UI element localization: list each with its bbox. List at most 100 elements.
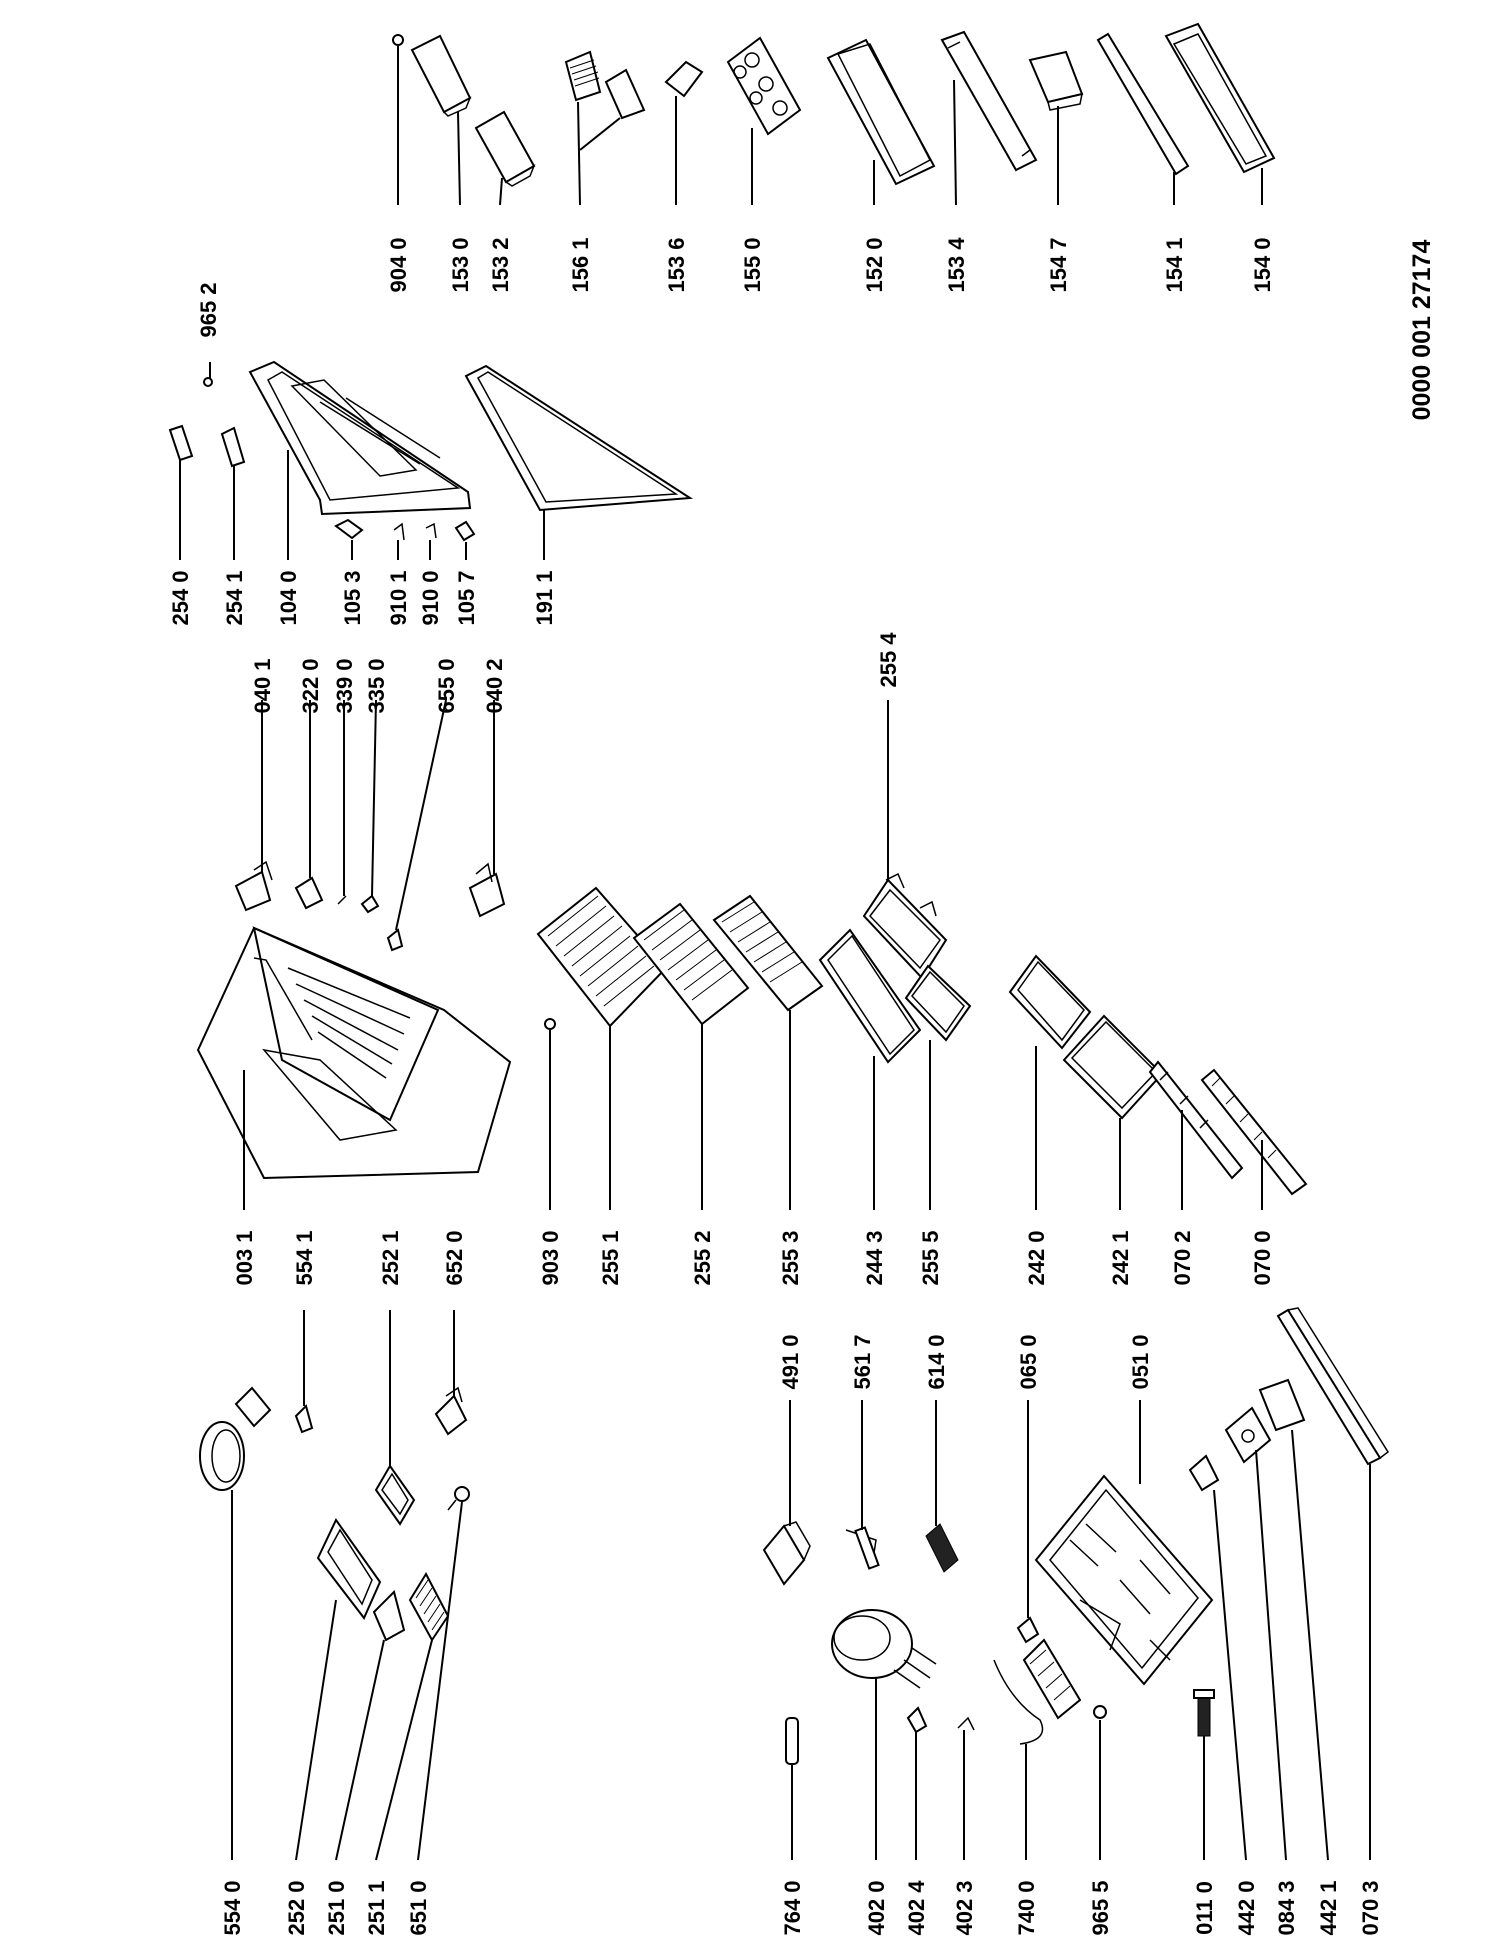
part-910-0: 910 0 <box>418 522 443 626</box>
label-251-1: 251 1 <box>364 1880 389 1935</box>
part-153-2: 153 2 <box>474 110 536 293</box>
label-070-2: 070 2 <box>1170 1230 1195 1285</box>
label-322-0: 322 0 <box>298 658 323 713</box>
label-154-7: 154 7 <box>1046 237 1071 292</box>
part-554-1: 554 1 <box>292 1230 317 1434</box>
part-903-0: 903 0 <box>538 1018 563 1286</box>
part-152-0: 152 0 <box>826 38 936 293</box>
part-040-1: 040 1 <box>234 658 275 912</box>
document-number: 0000 001 27174 <box>1408 240 1436 421</box>
part-322-0: 322 0 <box>294 658 324 910</box>
part-614-0: 614 0 <box>924 1334 959 1573</box>
part-910-1: 910 1 <box>386 522 411 626</box>
label-153-4: 153 4 <box>944 237 969 293</box>
label-442-1: 442 1 <box>1316 1880 1341 1935</box>
part-153-4: 153 4 <box>940 30 1038 293</box>
part-105-3: 105 3 <box>334 518 365 626</box>
label-156-1: 156 1 <box>568 237 593 292</box>
label-339-0: 339 0 <box>332 658 357 713</box>
label-154-0: 154 0 <box>1250 237 1275 292</box>
label-070-0: 070 0 <box>1250 1230 1275 1285</box>
part-651-0: 651 0 <box>406 1486 470 1936</box>
label-105-7: 105 7 <box>454 570 479 625</box>
part-255-4: 255 4 <box>862 632 948 980</box>
label-051-0: 051 0 <box>1128 1334 1153 1389</box>
label-651-0: 651 0 <box>406 1880 431 1935</box>
part-442-1: 442 1 <box>1258 1378 1341 1936</box>
label-154-1: 154 1 <box>1162 237 1187 292</box>
part-154-0: 154 0 <box>1164 22 1276 293</box>
label-254-0: 254 0 <box>168 570 193 625</box>
part-764-0: 764 0 <box>780 1717 805 1936</box>
part-402-4: 402 4 <box>904 1706 929 1936</box>
label-070-3: 070 3 <box>1358 1880 1383 1935</box>
label-084-3: 084 3 <box>1274 1880 1299 1935</box>
label-105-3: 105 3 <box>340 570 365 625</box>
label-040-1: 040 1 <box>250 658 275 713</box>
label-561-7: 561 7 <box>850 1334 875 1389</box>
label-244-3: 244 3 <box>862 1230 887 1285</box>
label-554-1: 554 1 <box>292 1230 317 1285</box>
label-242-1: 242 1 <box>1108 1230 1133 1285</box>
part-011-0: 011 0 <box>1192 1689 1217 1935</box>
label-252-0: 252 0 <box>284 1880 309 1935</box>
part-740-0: 740 0 <box>993 1638 1082 1936</box>
part-051-0: 051 0 <box>1034 1334 1214 1686</box>
part-003-1: 003 1 <box>196 926 512 1286</box>
part-965-5: 965 5 <box>1088 1705 1113 1936</box>
part-251-1: 251 1 <box>364 1571 450 1936</box>
part-191-1: 191 1 <box>464 364 694 626</box>
part-554-0: 554 0 <box>199 1386 272 1936</box>
part-242-0: 242 0 <box>1008 954 1092 1286</box>
part-252-0: 252 0 <box>284 1518 382 1936</box>
part-965-2: 965 2 <box>196 282 221 387</box>
label-065-0: 065 0 <box>1016 1334 1041 1389</box>
part-065-0: 065 0 <box>1016 1334 1041 1644</box>
label-652-0: 652 0 <box>442 1230 467 1285</box>
part-040-2: 040 2 <box>468 658 507 918</box>
label-402-3: 402 3 <box>952 1880 977 1935</box>
label-153-6: 153 6 <box>664 237 689 292</box>
part-402-3: 402 3 <box>952 1716 977 1936</box>
label-003-1: 003 1 <box>232 1230 257 1285</box>
label-254-1: 254 1 <box>222 570 247 625</box>
label-252-1: 252 1 <box>378 1230 403 1285</box>
label-965-5: 965 5 <box>1088 1880 1113 1935</box>
part-402-0: 402 0 <box>831 1609 937 1936</box>
part-153-0: 153 0 <box>410 34 473 293</box>
label-402-4: 402 4 <box>904 1880 929 1936</box>
label-910-0: 910 0 <box>418 570 443 625</box>
label-153-2: 153 2 <box>488 237 513 292</box>
part-070-2: 070 2 <box>1148 1060 1244 1286</box>
label-614-0: 614 0 <box>924 1334 949 1389</box>
label-764-0: 764 0 <box>780 1880 805 1935</box>
part-070-3: 070 3 <box>1276 1307 1390 1936</box>
label-152-0: 152 0 <box>862 237 887 292</box>
label-104-0: 104 0 <box>276 570 301 625</box>
label-903-0: 903 0 <box>538 1230 563 1285</box>
label-155-0: 155 0 <box>740 237 765 292</box>
label-153-0: 153 0 <box>448 237 473 292</box>
part-156-1: 156 1 <box>564 50 646 293</box>
label-255-3: 255 3 <box>778 1230 803 1285</box>
part-255-5: 255 5 <box>904 964 972 1286</box>
part-335-0: 335 0 <box>360 658 389 914</box>
label-740-0: 740 0 <box>1014 1880 1039 1935</box>
label-191-1: 191 1 <box>532 570 557 625</box>
part-491-0: 491 0 <box>762 1334 811 1586</box>
part-084-3: 084 3 <box>1224 1406 1299 1936</box>
label-965-2: 965 2 <box>196 282 221 337</box>
part-252-1: 252 1 <box>374 1230 416 1526</box>
part-652-0: 652 0 <box>434 1230 468 1436</box>
label-255-5: 255 5 <box>918 1230 943 1285</box>
label-442-0: 442 0 <box>1234 1880 1259 1935</box>
label-910-1: 910 1 <box>386 570 411 625</box>
part-255-3: 255 3 <box>712 894 824 1286</box>
label-040-2: 040 2 <box>482 658 507 713</box>
part-251-0: 251 0 <box>324 1590 406 1936</box>
label-011-0: 011 0 <box>1192 1881 1217 1935</box>
part-105-7: 105 7 <box>454 520 479 626</box>
part-254-1: 254 1 <box>220 426 247 626</box>
label-251-0: 251 0 <box>324 1880 349 1935</box>
